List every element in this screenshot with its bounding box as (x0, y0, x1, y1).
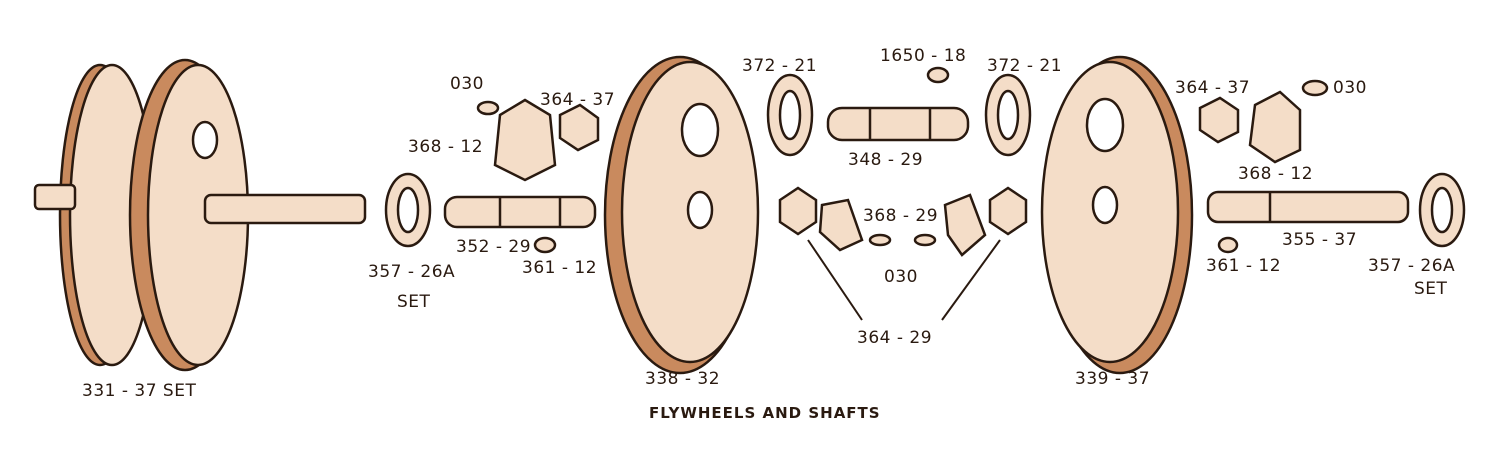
lock-368-29-right (943, 193, 987, 257)
nut-right (1198, 96, 1240, 144)
screw-030-left (476, 100, 500, 116)
lock-plate-left (493, 98, 557, 182)
screw-030-center (868, 233, 892, 247)
label-355-37: 355 - 37 (1282, 230, 1358, 250)
screw-030-right (1301, 79, 1329, 97)
label-364-37-left: 364 - 37 (540, 90, 616, 110)
label-set-left: SET (397, 292, 431, 312)
label-339-37: 339 - 37 (1075, 369, 1151, 389)
diagram-caption: FLYWHEELS AND SHAFTS (649, 404, 881, 422)
label-368-12-left: 368 - 12 (408, 137, 484, 157)
label-331-37-set: 331 - 37 SET (82, 381, 197, 401)
leader-lines (807, 239, 1001, 321)
label-361-12-right: 361 - 12 (1206, 256, 1282, 276)
label-372-21-left: 372 - 21 (742, 56, 818, 76)
label-368-12-right: 368 - 12 (1238, 164, 1314, 184)
label-030-right: 030 (1333, 78, 1367, 98)
lock-368-29-left (818, 198, 864, 252)
label-348-29: 348 - 29 (848, 150, 924, 170)
label-1650-18: 1650 - 18 (880, 46, 967, 66)
label-372-21-right: 372 - 21 (987, 56, 1063, 76)
crank-pin-348-29 (826, 106, 970, 142)
label-338-32: 338 - 32 (645, 369, 721, 389)
label-030-left: 030 (450, 74, 484, 94)
label-352-29: 352 - 29 (456, 237, 532, 257)
label-364-37-right: 364 - 37 (1175, 78, 1251, 98)
label-364-29: 364 - 29 (857, 328, 933, 348)
pinion-shaft-355-37 (1206, 190, 1410, 224)
label-357-26a-left: 357 - 26A (368, 262, 456, 282)
label-357-26a-right: 357 - 26A (1368, 256, 1456, 276)
label-set-right: SET (1414, 279, 1448, 299)
crank-pin-left (443, 195, 597, 229)
label-361-12-left: 361 - 12 (522, 258, 598, 278)
flywheel-338-32 (603, 55, 760, 375)
key-361-12-left (533, 236, 557, 254)
flywheel-assembly-set (33, 58, 367, 372)
nut-364-29-right (988, 186, 1028, 236)
flywheel-339-37 (1040, 55, 1194, 375)
lock-plate-right (1248, 90, 1302, 164)
key-361-12-right (1217, 236, 1239, 254)
label-030-center: 030 (884, 267, 918, 287)
label-368-29: 368 - 29 (863, 206, 939, 226)
key-1650-18 (926, 66, 950, 84)
nut-left (558, 103, 600, 152)
nut-364-29-left (778, 186, 818, 236)
